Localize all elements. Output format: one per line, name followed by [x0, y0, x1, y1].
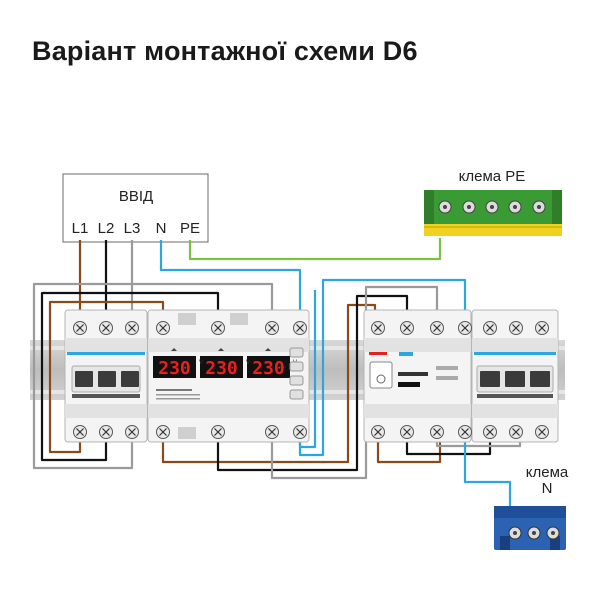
- display-value-1: 230: [158, 358, 191, 379]
- screw-slot: [486, 428, 494, 436]
- screw-slot: [214, 428, 222, 436]
- screw-slot: [403, 428, 411, 436]
- wire-l2-breaker-relay: [40, 291, 220, 462]
- input-box-title: ВВІД: [119, 188, 153, 205]
- screw-slot: [374, 324, 382, 332]
- wire-l2-relay-out: [216, 294, 409, 472]
- terminal-label-pe: PE: [180, 220, 200, 237]
- display-value-2: 230: [205, 358, 238, 379]
- relay-button-4[interactable]: [289, 389, 304, 400]
- screw-slot: [159, 428, 167, 436]
- input-circuit-breaker: [64, 309, 148, 443]
- wire-rcd-out-2: [405, 432, 492, 456]
- n-terminal-block: клема N: [494, 464, 569, 550]
- wire-l1-breaker-relay: [48, 300, 165, 454]
- wire-rcd-n-out: [463, 432, 512, 506]
- residual-current-device: [363, 309, 472, 443]
- relay-button-3[interactable]: [289, 375, 304, 386]
- display-phase-3: [247, 356, 290, 378]
- screw-slot: [512, 428, 520, 436]
- screw-slot: [159, 324, 167, 332]
- n-terminal-label-line2: N: [542, 480, 553, 497]
- terminal-label-l1: L1: [72, 220, 89, 237]
- output-circuit-breaker: [471, 309, 559, 443]
- screw-slot: [538, 324, 546, 332]
- wire-pe-input: [188, 238, 442, 261]
- display-unit-1: V: [199, 360, 203, 366]
- screw-slot: [403, 324, 411, 332]
- screw-slot: [268, 428, 276, 436]
- screw-slot: [76, 428, 84, 436]
- screw-slot: [461, 324, 469, 332]
- relay-button-2[interactable]: [289, 361, 304, 372]
- display-unit-2: V: [246, 360, 250, 366]
- wire-l1-relay-out: [161, 303, 377, 464]
- display-phase-2: [200, 356, 243, 378]
- screw-slot: [76, 324, 84, 332]
- screw-slot: [296, 324, 304, 332]
- screw-slot: [214, 324, 222, 332]
- screw-slot: [461, 428, 469, 436]
- relay-button-1[interactable]: [289, 347, 304, 358]
- screw-slot: [102, 324, 110, 332]
- voltage-relay: 230 230 230 V V V: [147, 309, 310, 443]
- terminal-label-n: N: [156, 220, 167, 237]
- terminal-label-l2: L2: [98, 220, 115, 237]
- screw-slot: [128, 428, 136, 436]
- screw-slot: [538, 428, 546, 436]
- display-value-3: 230: [252, 358, 285, 379]
- screw-slot: [296, 428, 304, 436]
- n-terminal-label-line1: клема: [526, 464, 569, 481]
- wire-n-input: [159, 240, 302, 328]
- pe-terminal-block: клема PE: [424, 168, 562, 236]
- wire-n-relay-out: [298, 278, 467, 457]
- screw-slot: [486, 324, 494, 332]
- screw-slot: [433, 428, 441, 436]
- pe-terminal-label: клема PE: [459, 168, 526, 185]
- screw-slot: [374, 428, 382, 436]
- screw-terminals: [73, 321, 549, 439]
- display-phase-1: [153, 356, 196, 378]
- wire-l3-breaker-relay: [32, 282, 274, 470]
- input-box: ВВІД L1 L2 L3 N PE: [62, 173, 209, 243]
- screw-slot: [102, 428, 110, 436]
- screw-slot: [268, 324, 276, 332]
- screw-slot: [433, 324, 441, 332]
- screw-slot: [128, 324, 136, 332]
- page-title: Варіант монтажної схеми D6: [32, 36, 418, 66]
- terminal-label-l3: L3: [124, 220, 141, 237]
- screw-slot: [512, 324, 520, 332]
